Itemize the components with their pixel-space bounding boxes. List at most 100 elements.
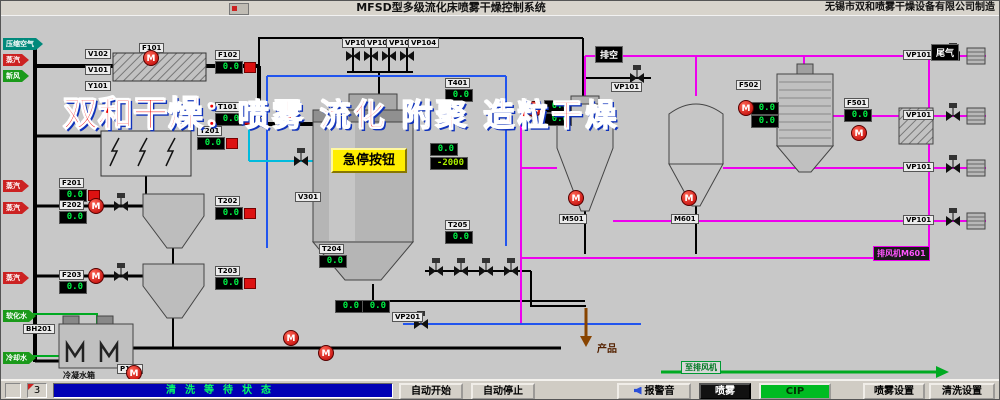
green-flow-arrowhead [936, 366, 949, 378]
instrument-tag: F502 [736, 80, 762, 90]
instrument-tag: VP101 [611, 82, 643, 92]
title-bar: MFSD型多级流化床喷雾干燥控制系统 无锡市双和喷雾干燥设备有限公司制造 [1, 1, 999, 16]
spray-settings-button[interactable]: 喷雾设置 [863, 383, 925, 399]
instrument-value: -2000 [430, 157, 468, 170]
cyclone-separator [556, 95, 614, 212]
valve-icon[interactable] [294, 148, 308, 166]
instrument-BH201: BH201 [23, 324, 55, 334]
instrument-value: 0.0 [335, 300, 363, 313]
emergency-stop-button[interactable]: 急停按钮 [331, 148, 407, 173]
valve-icon[interactable] [454, 258, 468, 276]
instrument-tag: T205 [445, 220, 471, 230]
pump-motor-icon[interactable]: M [681, 190, 697, 206]
instrument-tag: T101 [215, 102, 241, 112]
pump-motor-icon[interactable]: M [318, 345, 334, 361]
titlebar-badge-icon [229, 3, 249, 15]
pump-motor-icon[interactable]: M [526, 101, 542, 117]
valve-icon[interactable] [630, 65, 644, 83]
source-arrow-蒸汽: 蒸汽 [3, 272, 29, 284]
instrument-VP201: VP201 [392, 312, 424, 322]
valve-icon[interactable] [946, 103, 960, 121]
instrument-value: 0.0 [319, 255, 347, 268]
instrument-M501: M501 [559, 214, 587, 224]
instrument-tag: F102 [215, 50, 241, 60]
source-arrow-冷却水: 冷却水 [3, 352, 36, 364]
instrument-tag: T203 [215, 266, 241, 276]
pump-motor-icon[interactable]: M [88, 268, 104, 284]
instrument-tag: BH201 [23, 324, 55, 334]
page-indicator[interactable]: 3 [27, 383, 47, 398]
valve-icon[interactable] [946, 208, 960, 226]
instrument-V102: V102 [85, 49, 112, 59]
valve-icon[interactable] [114, 193, 128, 211]
instrument-tag: VP101 [903, 50, 935, 60]
instrument-value: 0.0 [215, 277, 243, 290]
air-heater [112, 52, 207, 82]
condenser-tower [775, 63, 835, 173]
instrument-alarm-box [244, 62, 256, 73]
valve-icon[interactable] [479, 258, 493, 276]
pump-motor-icon[interactable]: M [283, 330, 299, 346]
alarm-sound-button[interactable]: 报警音 [617, 383, 691, 399]
instrument-tag: VP101 [903, 162, 935, 172]
instrument-display: 0.0 [751, 115, 779, 128]
instrument-VP104: VP104 [408, 38, 440, 48]
instrument-value: 0.0 [59, 281, 87, 294]
instrument-value: 0.0 [430, 143, 458, 156]
label-冷凝水箱: 冷凝水箱 [63, 371, 95, 380]
valve-icon[interactable] [429, 258, 443, 276]
instrument-tag: VP104 [408, 38, 440, 48]
instrument-alarm-box [244, 208, 256, 219]
instrument-VP101: VP101 [903, 110, 935, 120]
instrument-display: 0.0 [430, 143, 458, 156]
valve-icon[interactable] [946, 155, 960, 173]
condensate-tank [58, 315, 134, 369]
label-排空: 排空 [595, 46, 624, 63]
valve-icon[interactable] [504, 258, 518, 276]
auto-start-button[interactable]: 自动开始 [399, 383, 463, 399]
pump-motor-icon[interactable]: M [143, 50, 159, 66]
pump-motor-icon[interactable]: M [851, 125, 867, 141]
spray-button[interactable]: 喷雾 [699, 383, 751, 399]
instrument-display: 0.0 [544, 100, 572, 113]
silencer-icon [966, 212, 986, 230]
clean-settings-button[interactable]: 清洗设置 [929, 383, 995, 399]
source-arrow-压缩空气: 压缩空气 [3, 38, 43, 50]
instrument-alarm-box [244, 114, 256, 125]
instrument-VP101: VP101 [903, 162, 935, 172]
label-产品: 产品 [597, 344, 617, 355]
instrument-display: -2000 [430, 157, 468, 170]
source-arrow-蒸汽: 蒸汽 [3, 180, 29, 192]
instrument-tag: V101 [85, 65, 112, 75]
manufacturer-label: 无锡市双和喷雾干燥设备有限公司制造 [825, 2, 995, 13]
instrument-value: 0.0 [59, 211, 87, 224]
pump-motor-icon[interactable]: M [88, 198, 104, 214]
speaker-icon [633, 386, 642, 395]
agglomeration-vessel [668, 103, 724, 207]
valve-icon[interactable] [114, 263, 128, 281]
instrument-alarm-box [226, 138, 238, 149]
air-filter [100, 130, 192, 177]
instrument-value: 0.0 [544, 100, 572, 113]
pump-motor-icon[interactable]: M [568, 190, 584, 206]
auto-stop-button[interactable]: 自动停止 [471, 383, 535, 399]
label-排风机M601: 排风机M601 [873, 246, 930, 261]
instrument-tag: F203 [59, 270, 85, 280]
silencer-icon [966, 107, 986, 125]
instrument-display: 0.0 [362, 300, 390, 313]
source-arrow-新风: 新风 [3, 70, 29, 82]
cip-button[interactable]: CIP [759, 383, 831, 399]
instrument-tag: F201 [59, 178, 85, 188]
pump-motor-icon[interactable]: M [738, 100, 754, 116]
instrument-display: 0.0 [751, 102, 779, 115]
instrument-F502: F502 [736, 80, 762, 90]
instrument-display: 0.0 [544, 113, 572, 126]
